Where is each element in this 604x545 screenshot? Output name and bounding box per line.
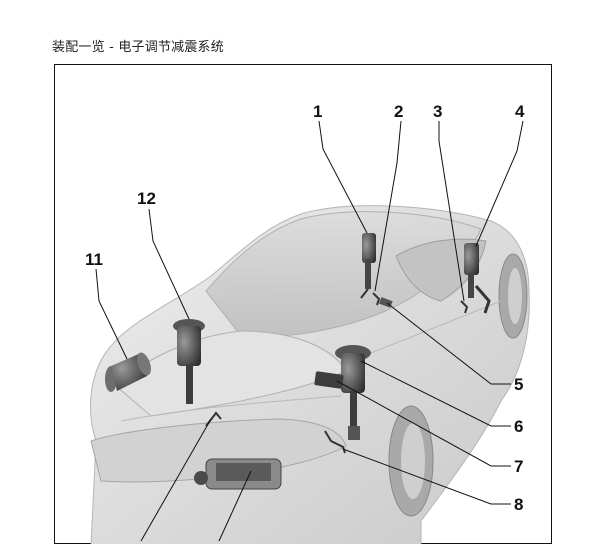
callout-7: 7 [514,457,523,476]
compressor-unit [194,458,282,490]
diagram-frame: 1 2 3 4 5 6 7 8 11 12 [54,64,552,544]
page-title: 装配一览 - 电子调节减震系统 [52,40,224,55]
car-diagram: 1 2 3 4 5 6 7 8 11 12 [85,102,530,544]
component-2-sensor [372,292,381,306]
component-7-control-unit [314,371,344,389]
callout-12: 12 [137,189,156,208]
component-8-sensor [324,430,346,454]
callout-2: 2 [394,102,403,121]
component-11-reservoir [105,352,151,392]
callout-3: 3 [433,102,442,121]
component-12-strut [173,319,205,404]
component-3-sensor [460,300,469,314]
component-1-strut [360,233,376,299]
car-body [90,205,530,544]
callout-1: 1 [313,102,322,121]
component-4-strut [464,243,491,314]
callout-6: 6 [514,417,523,436]
callout-11: 11 [85,250,103,269]
leader-lines [95,120,524,542]
component-6-strut [335,345,371,440]
callout-5: 5 [514,375,523,394]
callout-4: 4 [515,102,525,121]
callout-8: 8 [514,495,523,514]
